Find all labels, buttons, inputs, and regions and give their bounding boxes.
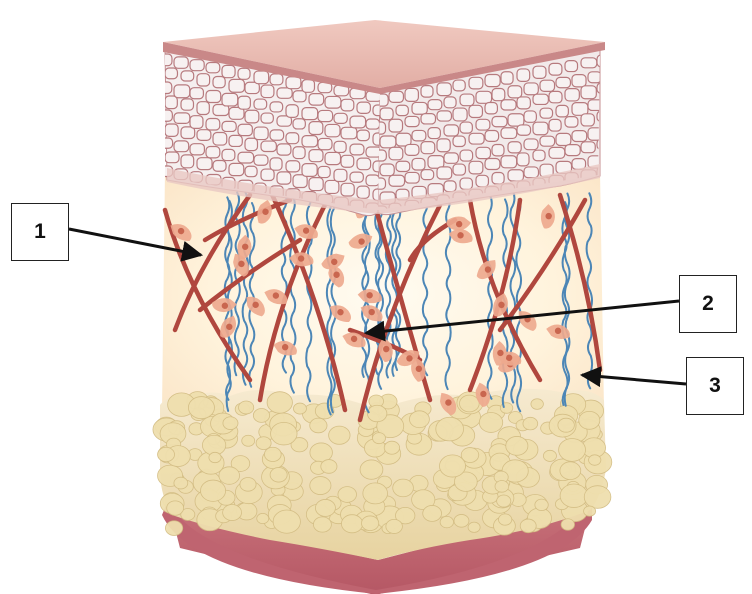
label-box-2: 2 bbox=[679, 275, 737, 333]
label-1-text: 1 bbox=[34, 220, 46, 244]
label-box-3: 3 bbox=[686, 357, 744, 415]
label-2-text: 2 bbox=[702, 292, 714, 316]
label-3-text: 3 bbox=[709, 374, 721, 398]
label-box-1: 1 bbox=[11, 203, 69, 261]
